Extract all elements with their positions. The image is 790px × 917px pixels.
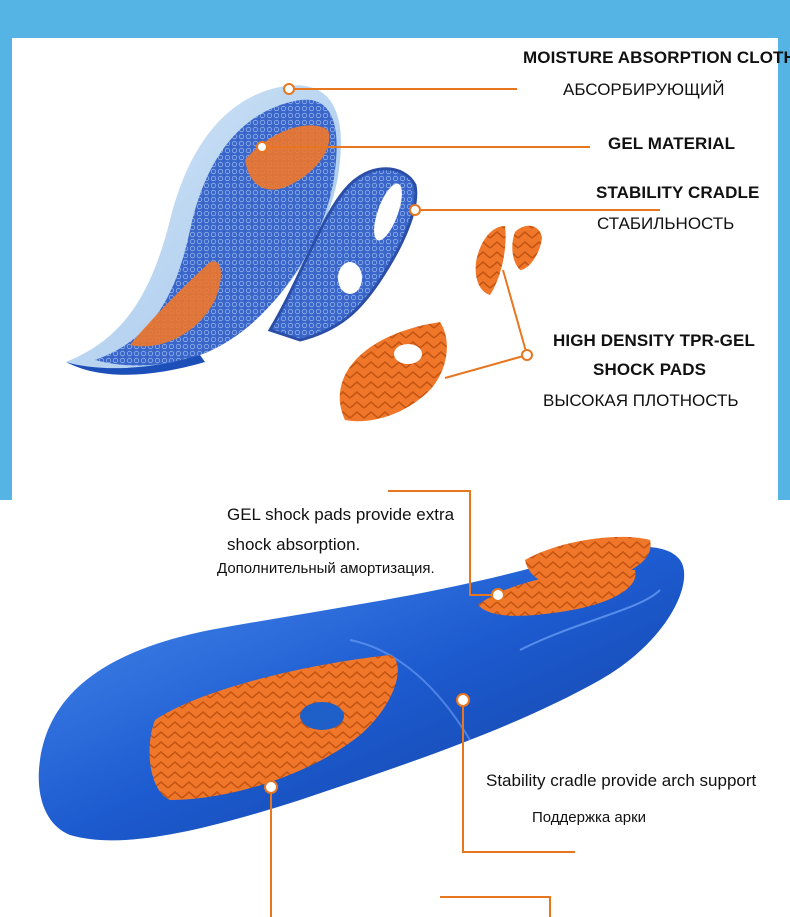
tpr-label-ru: ВЫСОКАЯ ПЛОТНОСТЬ: [543, 391, 739, 410]
tpr-label-line1: HIGH DENSITY TPR-GEL: [553, 331, 755, 350]
gel-pads-label-line1: GEL shock pads provide extra: [227, 505, 455, 524]
left-border: [0, 0, 12, 500]
blue-base: [66, 355, 205, 375]
top-panel: [12, 38, 778, 500]
heel-pad-bottom: [478, 569, 636, 616]
callout-dot: [256, 141, 268, 153]
right-border: [778, 0, 790, 500]
callout-dot: [491, 588, 505, 602]
arch-support-label-en: Stability cradle provide arch support: [486, 771, 757, 790]
callout-dot: [521, 349, 533, 361]
gel-pads-label-line2: shock absorption.: [227, 535, 361, 554]
top-border: [0, 0, 790, 38]
callout-dot: [409, 204, 421, 216]
callout-dot: [283, 83, 295, 95]
gel-pads-label-ru: Дополнительный амортизация.: [217, 560, 435, 577]
callout-dot: [264, 780, 278, 794]
gel-insole-image: [38, 536, 685, 841]
bottom-callouts: [264, 490, 575, 917]
layered-insole-image: [66, 85, 341, 375]
gel-orange-forefoot: [130, 261, 222, 347]
gel-material-label: GEL MATERIAL: [608, 134, 736, 153]
stability-label-en: STABILITY CRADLE: [596, 183, 760, 202]
stability-cradle-image: [267, 167, 418, 342]
moisture-label-en: MOISTURE ABSORPTION CLOTH: [523, 48, 790, 67]
arch-support-label-ru: Поддержка арки: [532, 809, 647, 826]
heel-pad: [339, 322, 447, 422]
gel-orange-heel: [245, 125, 330, 190]
moisture-label-ru: АБСОРБИРУЮЩИЙ: [563, 80, 725, 99]
top-callouts: [256, 83, 660, 379]
callout-dot: [456, 693, 470, 707]
stability-label-ru: СТАБИЛЬНОСТЬ: [597, 214, 735, 233]
forefoot-pad: [149, 655, 398, 800]
tpr-pads-image: [339, 225, 542, 422]
tpr-label-line2: SHOCK PADS: [593, 360, 707, 379]
